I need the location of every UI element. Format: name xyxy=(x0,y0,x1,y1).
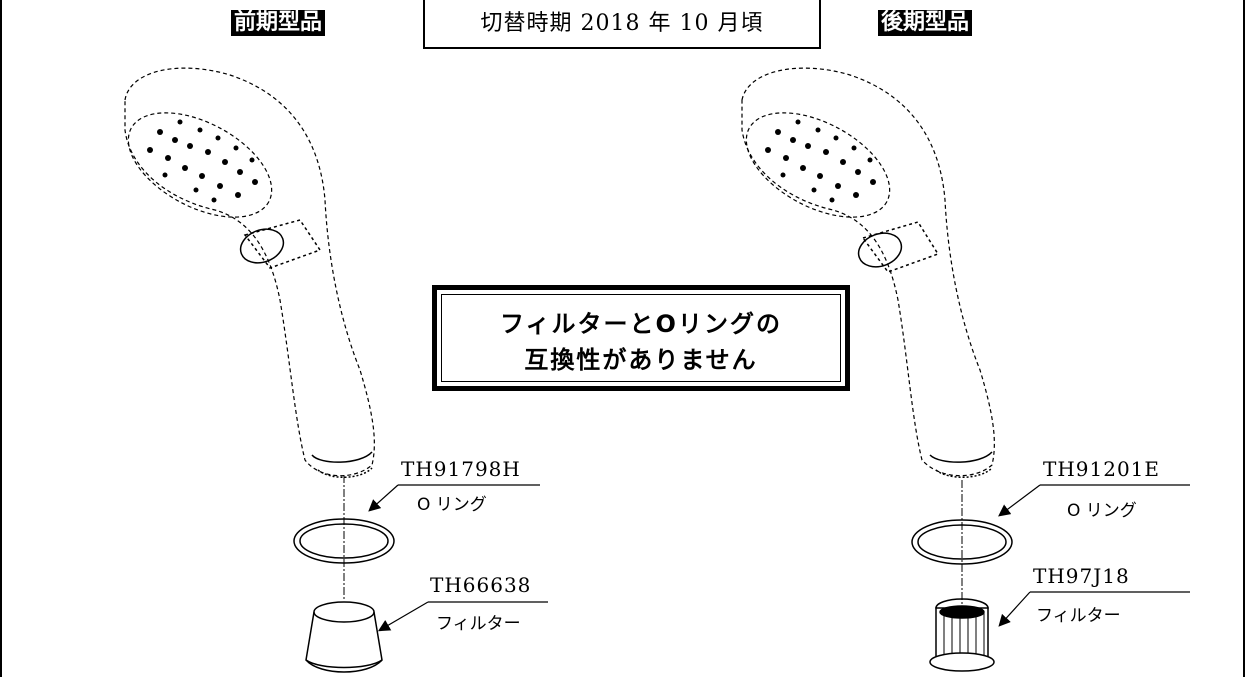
early-oring-code: TH91798H xyxy=(401,457,521,481)
late-oring-label: O リング xyxy=(1067,501,1137,521)
late-leaders xyxy=(998,484,1190,627)
late-oring-drawing xyxy=(911,519,1013,565)
early-filter-drawing xyxy=(305,601,383,673)
early-filter-label: フィルター xyxy=(436,614,521,634)
early-oring-drawing xyxy=(293,518,395,564)
late-shower-head-drawing xyxy=(741,67,995,477)
late-spray-holes xyxy=(765,119,876,203)
early-model-badge: 前期型品 xyxy=(231,10,326,36)
early-filter-code: TH66638 xyxy=(430,573,532,597)
late-handle-base xyxy=(929,451,993,478)
notice-inner: フィルターとOリングの 互換性がありません xyxy=(441,294,841,382)
switch-period-box: 切替時期 2018 年 10 月頃 xyxy=(423,0,821,49)
notice-line-2: 互換性がありません xyxy=(524,346,758,374)
late-button xyxy=(857,221,940,273)
incompatibility-notice: フィルターとOリングの 互換性がありません xyxy=(432,285,850,391)
early-shower-head-drawing xyxy=(124,67,375,477)
early-oring-label: O リング xyxy=(417,495,487,515)
late-filter-drawing xyxy=(929,598,995,672)
notice-line-1: フィルターとOリングの xyxy=(500,310,782,338)
early-spray-holes xyxy=(147,119,258,203)
late-oring-code: TH91201E xyxy=(1043,457,1161,481)
early-handle-base xyxy=(311,451,373,478)
early-leaders xyxy=(368,484,548,632)
early-button xyxy=(239,219,322,269)
late-model-badge: 後期型品 xyxy=(878,10,973,36)
late-filter-code: TH97J18 xyxy=(1033,564,1130,588)
late-filter-label: フィルター xyxy=(1036,606,1121,626)
